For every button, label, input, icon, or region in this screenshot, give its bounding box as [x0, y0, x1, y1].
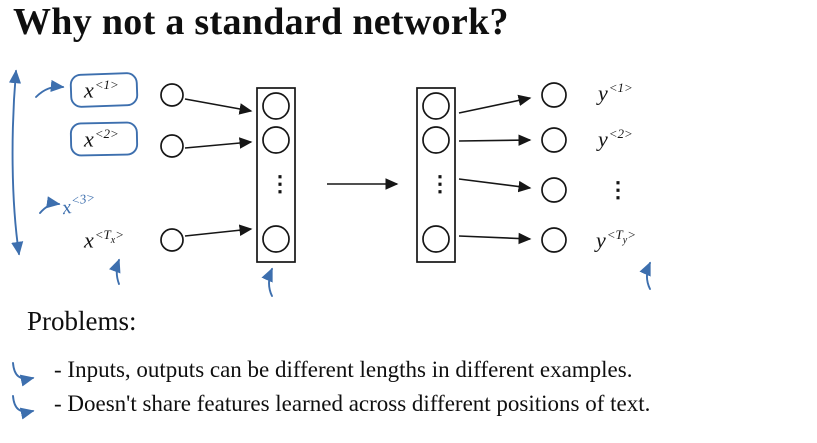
arrow-input1-hidden1: [184, 98, 253, 115]
ellipsis-hidden1: ⋮: [269, 171, 291, 196]
hidden1-node-last: [262, 225, 290, 253]
hidden2-node-1: [422, 92, 450, 120]
annotation-arrow-to-x1: [35, 79, 65, 98]
input-label-x2-base: x: [84, 126, 94, 152]
input-label-xTx-sub: x: [110, 235, 116, 246]
annotation-up-arrow-xTx: [109, 258, 121, 285]
problem-bullet-1: - Inputs, outputs can be different lengt…: [54, 357, 633, 382]
output-label-y1: y<1>: [598, 80, 633, 106]
arrow-hidden2-output3: [458, 178, 532, 193]
annotation-arrow-bullet-1: [12, 362, 35, 387]
output-label-y2-base: y: [598, 126, 608, 152]
output-label-yTy-base: y: [596, 227, 606, 253]
input-label-xTx-sup-post: >: [115, 227, 125, 242]
input-label-x1: x<1>: [84, 77, 119, 103]
hidden2-node-2: [422, 126, 450, 154]
problem-bullet-2: - Doesn't share features learned across …: [54, 391, 651, 416]
annotation-up-arrow-yTy: [639, 261, 651, 290]
problems-heading: Problems:: [27, 306, 137, 336]
output-label-yTy-sup-post: >: [627, 227, 637, 242]
ellipsis-output: ⋮: [607, 177, 629, 202]
output-node-3: [541, 177, 567, 203]
annotation-box-x1: [69, 72, 139, 108]
arrow-hidden2-outputTy: [458, 232, 532, 245]
input-label-x1-sup: <1>: [94, 77, 119, 92]
hidden-layer-2-box: [416, 87, 456, 263]
output-label-y1-base: y: [598, 80, 608, 106]
input-label-xTx: x<Tx>: [84, 227, 124, 253]
arrow-inputTx-hidden1: [184, 224, 253, 237]
output-label-y1-sup: <1>: [608, 80, 633, 95]
input-label-x2: x<2>: [84, 126, 119, 152]
input-node-1: [160, 83, 184, 107]
input-label-x1-base: x: [84, 77, 94, 103]
input-node-2: [160, 134, 184, 158]
annotation-up-arrow-hidden1: [261, 267, 273, 297]
input-label-xTx-sup: <Tx>: [94, 227, 125, 246]
arrow-hidden2-output1: [458, 94, 532, 114]
output-node-2: [541, 127, 567, 153]
arrow-hidden2-output2: [458, 134, 532, 146]
annotation-arrow-to-x3: [39, 196, 61, 214]
annotation-box-x2: [69, 121, 139, 157]
input-node-Tx: [160, 228, 184, 252]
output-node-1: [541, 82, 567, 108]
hidden2-node-last: [422, 225, 450, 253]
output-label-y2-sup: <2>: [608, 126, 633, 141]
output-label-yTy-sub: y: [622, 235, 628, 246]
slide-title: Why not a standard network?: [13, 1, 509, 43]
ellipsis-hidden2: ⋮: [429, 171, 451, 196]
input-label-x2-sup: <2>: [94, 126, 119, 141]
output-label-yTy-sup: <Ty>: [606, 227, 637, 246]
arrow-input2-hidden1: [184, 137, 253, 149]
input-label-xTx-sup-pre: <T: [94, 227, 111, 242]
input-label-x3-handwritten: x<3>: [60, 190, 98, 221]
output-label-y2: y<2>: [598, 126, 633, 152]
input-label-xTx-base: x: [84, 227, 94, 253]
output-label-yTy: y<Ty>: [596, 227, 636, 253]
annotation-vertical-span-arrow: [8, 69, 24, 256]
output-label-yTy-sup-pre: <T: [606, 227, 623, 242]
hidden1-node-2: [262, 126, 290, 154]
output-node-Ty: [541, 227, 567, 253]
input-label-x3-sup: <3>: [69, 189, 97, 209]
hidden1-node-1: [262, 92, 290, 120]
hidden-layer-1-box: [256, 87, 296, 263]
annotation-arrow-bullet-2: [12, 395, 35, 420]
